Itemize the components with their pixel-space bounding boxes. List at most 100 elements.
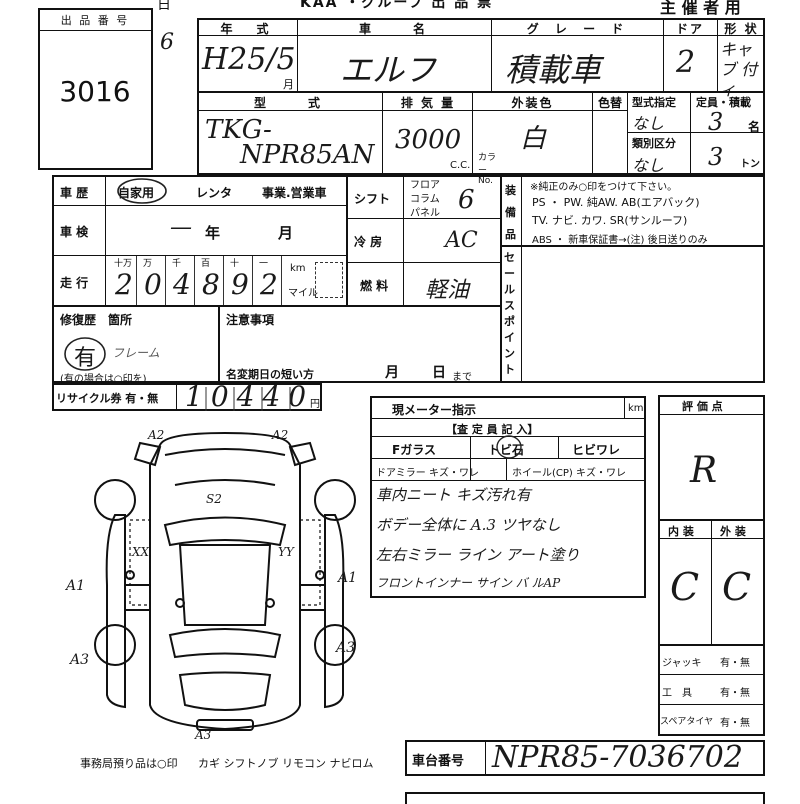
- overall-grade-label: 評 価 点: [682, 400, 723, 413]
- remark-4: フロントインナー サイン バ ルAP: [376, 576, 561, 590]
- shift-option-column: コラム: [410, 194, 440, 205]
- inspector-box: [370, 396, 646, 598]
- mile-unit: マイル: [288, 288, 318, 299]
- body-label: 形 状: [724, 22, 759, 36]
- accessory-jack-value: 有・無: [720, 658, 750, 669]
- accessory-spare-value: 有・無: [720, 718, 750, 729]
- fuel-label: 燃 料: [360, 279, 389, 293]
- repair-selected-circle: [64, 337, 106, 371]
- mirror-label: ドアミラー キズ・ワレ: [376, 468, 479, 479]
- usage-option-rental: レンタ: [196, 186, 233, 200]
- displacement-value: 3000: [395, 125, 462, 155]
- equipment-label: 装備品: [505, 184, 516, 241]
- recycle-unit: 円: [310, 399, 320, 410]
- exterior-grade-value: C: [722, 565, 752, 609]
- mark-s2: S2: [206, 492, 222, 506]
- mark-a3-bottom: A3: [195, 728, 212, 742]
- chassis-label: 車台番号: [412, 754, 465, 769]
- top-left-fragment: 日: [157, 0, 171, 13]
- grade-label: グ レ ー ド: [526, 22, 630, 36]
- tons-unit: トン: [740, 159, 760, 170]
- year-month-unit: 月: [283, 78, 294, 91]
- shift-option-floor: フロア: [410, 180, 440, 191]
- accessory-spare-label: スペアタイヤ: [660, 717, 714, 727]
- usage-option-private: 自家用: [118, 186, 155, 200]
- auction-title: KAA ・グループ 出 品 票: [300, 0, 494, 11]
- meter-label: 現メーター指示: [392, 403, 477, 417]
- equipment-line3: ABS ・ 新車保証書→(注) 後日送りのみ: [532, 235, 708, 246]
- equipment-line2: TV. ナビ. カワ. SR(サンルーフ): [532, 214, 688, 227]
- office-keys-items: カギ シフトノブ リモコン ナビロム: [198, 757, 374, 770]
- accessory-jack-label: ジャッキ: [662, 658, 702, 669]
- exterior-color-value: 白: [520, 124, 547, 154]
- ac-value: AC: [445, 228, 478, 253]
- remark-2: ボデー全体に A.3 ツヤなし: [376, 516, 561, 534]
- lot-number-label: 出 品 番 号: [60, 14, 130, 27]
- notes-label: 注意事項: [226, 313, 275, 327]
- recycle-amount: 10440: [185, 380, 315, 413]
- model-value-line2: NPR85AN: [240, 140, 375, 170]
- hibi-label: ヒビワレ: [572, 443, 621, 457]
- mileage-digit: 4: [173, 268, 191, 301]
- inspection-month-unit: 月: [278, 224, 294, 242]
- shift-option-panel: パネル: [410, 208, 440, 219]
- sales-point-label: セールスポイント: [504, 251, 515, 376]
- office-keys-label: 事務局預り品は○印: [80, 757, 178, 770]
- mileage-digit: 2: [260, 268, 278, 301]
- margin-mark-top: 6: [160, 30, 174, 55]
- overall-grade-value: R: [690, 450, 718, 491]
- glass-label: Fガラス: [392, 443, 436, 457]
- tobi-circle: [496, 435, 522, 459]
- usage-option-business: 事業.営業車: [262, 186, 327, 200]
- mileage-place-label: 千: [172, 259, 182, 269]
- notes-box: [218, 305, 502, 383]
- mile-checkbox[interactable]: [315, 262, 343, 298]
- accessory-tools-value: 有・無: [720, 688, 750, 699]
- notes-month-unit: 月: [385, 365, 399, 381]
- lot-number-box: [38, 8, 153, 170]
- meter-km: km: [628, 403, 644, 414]
- body-value: キャブ 付ィ: [720, 40, 758, 99]
- mileage-digit: 8: [202, 268, 220, 301]
- persons-unit: 名: [748, 120, 761, 134]
- car-damage-diagram: [94, 431, 356, 731]
- recycle-box: [52, 383, 322, 411]
- grade-value: 積載車: [505, 51, 602, 89]
- designation-label: 型式指定: [632, 96, 676, 109]
- repair-value: 有: [74, 346, 97, 371]
- accessory-tools-label: 工 具: [662, 688, 692, 699]
- lot-number: 3016: [59, 75, 131, 108]
- accessories-box: [658, 644, 765, 736]
- cc-unit: C.C.: [450, 160, 471, 171]
- mileage-place-label: 十: [230, 259, 240, 269]
- row2-box: [197, 91, 765, 175]
- recycle-label: リサイクル券 有・無: [56, 392, 159, 405]
- inspection-value: —: [170, 215, 192, 240]
- km-unit: km: [290, 263, 306, 274]
- remark-3: 左右ミラー ライン アート塗り: [376, 546, 580, 564]
- mark-xx: XX: [132, 545, 150, 559]
- doors-label: ドア: [675, 22, 704, 36]
- ac-label: 冷 房: [354, 235, 383, 249]
- designation-value: なし: [632, 114, 665, 133]
- inspection-year-unit: 年: [205, 224, 221, 242]
- mark-a3-right: A3: [336, 640, 356, 656]
- remark-1: 車内ニート キズ汚れ有: [376, 486, 531, 504]
- category-label: 類別区分: [632, 137, 676, 150]
- usage-label: 車 歴: [60, 186, 89, 200]
- chassis-box: [405, 740, 765, 776]
- capacity-persons: 3: [708, 108, 724, 136]
- mileage-place-label: 十万: [114, 259, 133, 269]
- color-no-label: 色替: [597, 96, 622, 110]
- mark-yy: YY: [278, 545, 294, 559]
- equipment-note: ※純正のみ○印をつけて下さい。: [530, 182, 678, 193]
- capacity-tons: 3: [708, 143, 724, 171]
- organizer-copy: 主 催 者 用: [660, 0, 741, 17]
- doors-value: 2: [676, 45, 696, 80]
- mileage-place-label: 百: [201, 259, 211, 269]
